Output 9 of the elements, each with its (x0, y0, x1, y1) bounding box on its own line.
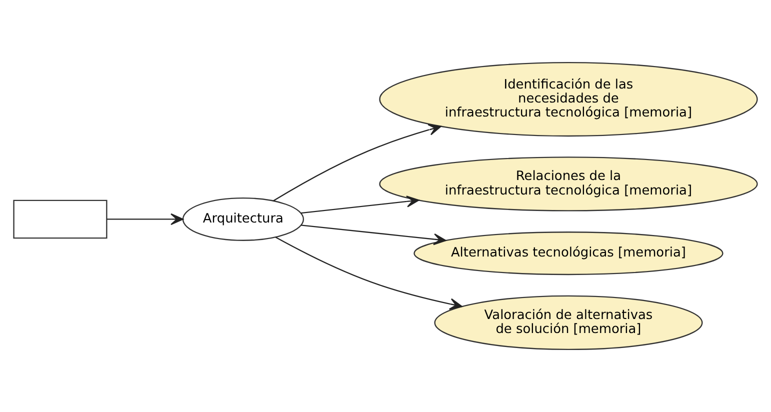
arrow (300, 224, 446, 246)
arrow (300, 196, 420, 214)
node-ellipse: Relaciones de la infraestructura tecnológica [memoria] (379, 156, 758, 212)
node-box (13, 200, 108, 239)
arrow (107, 213, 184, 226)
arrow (275, 236, 462, 310)
node-ellipse: Valoración de alternativas de solución [memoria] (434, 295, 703, 350)
arrow (273, 124, 442, 202)
node-ellipse: Arquitectura (182, 197, 304, 241)
